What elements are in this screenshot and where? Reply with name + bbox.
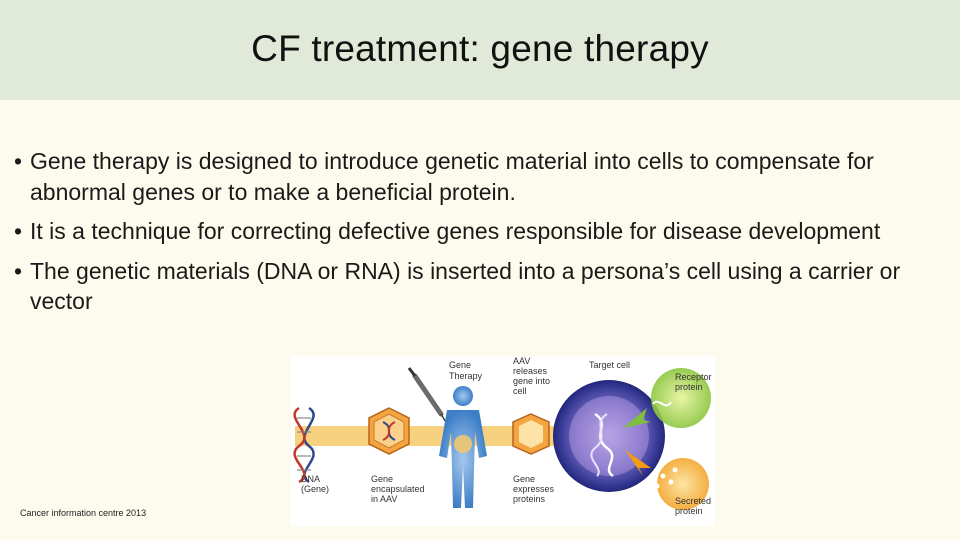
bullet-glyph: • <box>14 148 23 174</box>
diagram-canvas: Gene Therapy AAV releases gene into cell… <box>293 356 712 516</box>
bullet-list: • Gene therapy is designed to introduce g… <box>14 146 949 326</box>
bullet-item: • Gene therapy is designed to introduce g… <box>14 146 949 207</box>
label-gene-encapsulated: Gene <box>371 474 393 484</box>
label-secreted-protein: protein <box>675 506 703 516</box>
label-receptor-protein: protein <box>675 382 703 392</box>
label-aav-releases: AAV <box>513 356 530 366</box>
label-aav-releases: gene into <box>513 376 550 386</box>
source-credit: Cancer information centre 2013 <box>20 508 147 518</box>
label-gene-expresses: expresses <box>513 484 555 494</box>
syringe-icon <box>407 367 448 425</box>
label-gene-expresses: Gene <box>513 474 535 484</box>
label-aav-releases: cell <box>513 386 527 396</box>
label-gene-therapy: Therapy <box>449 371 483 381</box>
label-gene-expresses: proteins <box>513 494 546 504</box>
slide-title: CF treatment: gene therapy <box>251 28 709 69</box>
label-aav-releases: releases <box>513 366 548 376</box>
label-dna: DNA <box>301 474 320 484</box>
label-secreted-protein: Secreted <box>675 496 711 506</box>
gene-therapy-diagram: Gene Therapy AAV releases gene into cell… <box>291 356 715 526</box>
human-body-icon <box>439 386 487 508</box>
label-target-cell: Target cell <box>589 360 630 370</box>
bullet-text: Gene therapy is designed to introduce ge… <box>30 148 874 205</box>
aav-capsid-icon <box>368 407 410 455</box>
bullet-item: • The genetic materials (DNA or RNA) is i… <box>14 256 949 317</box>
label-gene-therapy: Gene <box>449 360 471 370</box>
bullet-item: • It is a technique for correcting defect… <box>14 216 949 247</box>
receptor-protein-icon <box>623 368 711 428</box>
bullet-text: The genetic materials (DNA or RNA) is in… <box>30 257 901 315</box>
title-bar <box>0 0 960 100</box>
label-gene-encapsulated: encapsulated <box>371 484 425 494</box>
target-cell-icon <box>553 380 665 492</box>
opened-aav-icon <box>512 413 550 455</box>
bullet-glyph: • <box>14 218 23 244</box>
label-gene-encapsulated: in AAV <box>371 494 397 504</box>
label-receptor-protein: Receptor <box>675 372 712 382</box>
secreted-protein-icon <box>625 450 709 510</box>
label-dna: (Gene) <box>301 484 329 494</box>
bullet-glyph: • <box>14 257 23 284</box>
bullet-text: It is a technique for correcting defecti… <box>30 218 881 244</box>
dna-helix-icon <box>293 406 315 484</box>
